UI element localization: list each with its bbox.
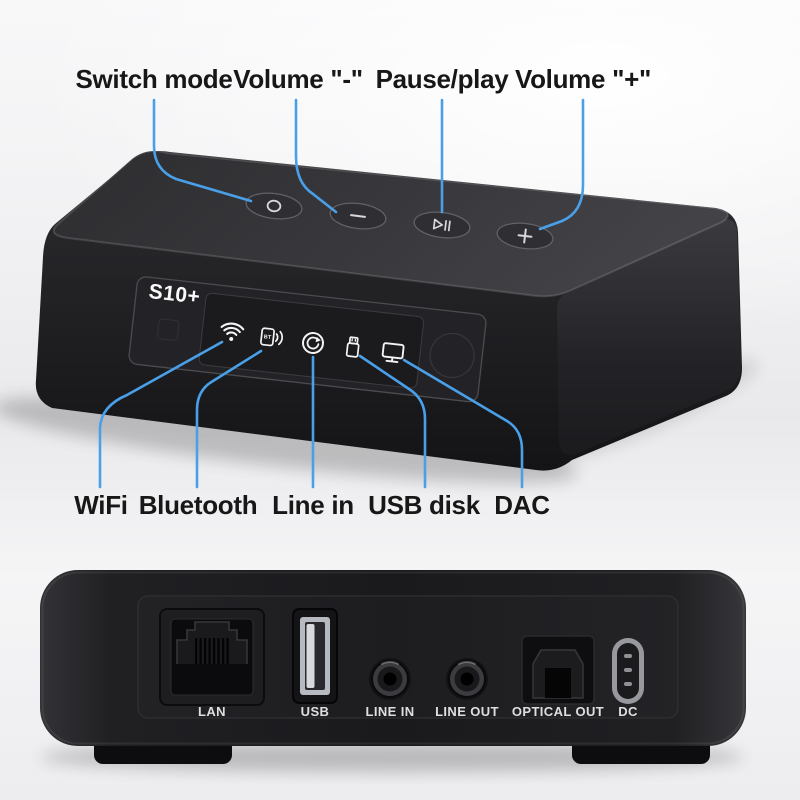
callout-line-volume-plus [538, 98, 585, 231]
dac-icon [381, 342, 405, 364]
bluetooth-badge: BT [263, 334, 272, 341]
back-inset-panel [137, 595, 679, 719]
callout-line-volume-minus [294, 98, 338, 214]
device-top-view: BT [35, 150, 743, 471]
port-label-line-out: LINE OUT [435, 704, 499, 719]
front-panel [128, 276, 487, 403]
line-in-icon [302, 332, 324, 354]
port-label-line-in: LINE IN [365, 704, 415, 719]
model-badge: S10+ [147, 280, 202, 309]
callout-label-dac: DAC [494, 490, 550, 520]
usb-port [292, 608, 338, 704]
callout-label-switch-mode: Switch mode [75, 64, 233, 94]
bluetooth-icon: BT [260, 327, 283, 347]
callout-label-bluetooth: Bluetooth [138, 490, 258, 520]
dc-port [612, 638, 644, 704]
callout-label-wifi: WiFi [74, 490, 128, 520]
callout-line-usb-disk [358, 354, 427, 489]
callout-label-pause-play: Pause/play [375, 64, 509, 94]
play-pause-icon [432, 218, 451, 232]
optical-out-port [521, 635, 595, 705]
callout-label-volume-minus: Volume "-" [233, 64, 363, 94]
port-label-dc: DC [618, 704, 638, 719]
usb-disk-icon [345, 336, 360, 358]
port-label-optical-out: OPTICAL OUT [511, 704, 605, 719]
callout-label-usb-disk: USB disk [368, 490, 480, 520]
port-label-lan: LAN [198, 704, 226, 719]
volume-minus-button [329, 202, 387, 230]
line-in-jack [369, 658, 411, 700]
port-label-usb: USB [300, 704, 330, 719]
callout-label-volume-plus: Volume "+" [514, 64, 652, 94]
device-right-face [556, 219, 742, 456]
switch-mode-button [245, 192, 303, 220]
line-out-jack [446, 658, 488, 700]
wifi-icon [220, 322, 245, 341]
device-back-view [40, 570, 746, 772]
mode-circle-icon [266, 199, 282, 213]
plus-icon [517, 228, 533, 244]
lan-port [159, 608, 265, 706]
callout-line-switch-mode [152, 98, 253, 203]
minus-icon [350, 214, 366, 218]
callout-line-dac [402, 358, 524, 489]
callout-label-line-in: Line in [272, 490, 354, 520]
front-panel-window [198, 292, 425, 389]
callout-line-wifi [98, 340, 224, 489]
callout-line-bluetooth [195, 349, 263, 489]
play-pause-button [413, 211, 471, 239]
callout-lines [98, 98, 585, 489]
